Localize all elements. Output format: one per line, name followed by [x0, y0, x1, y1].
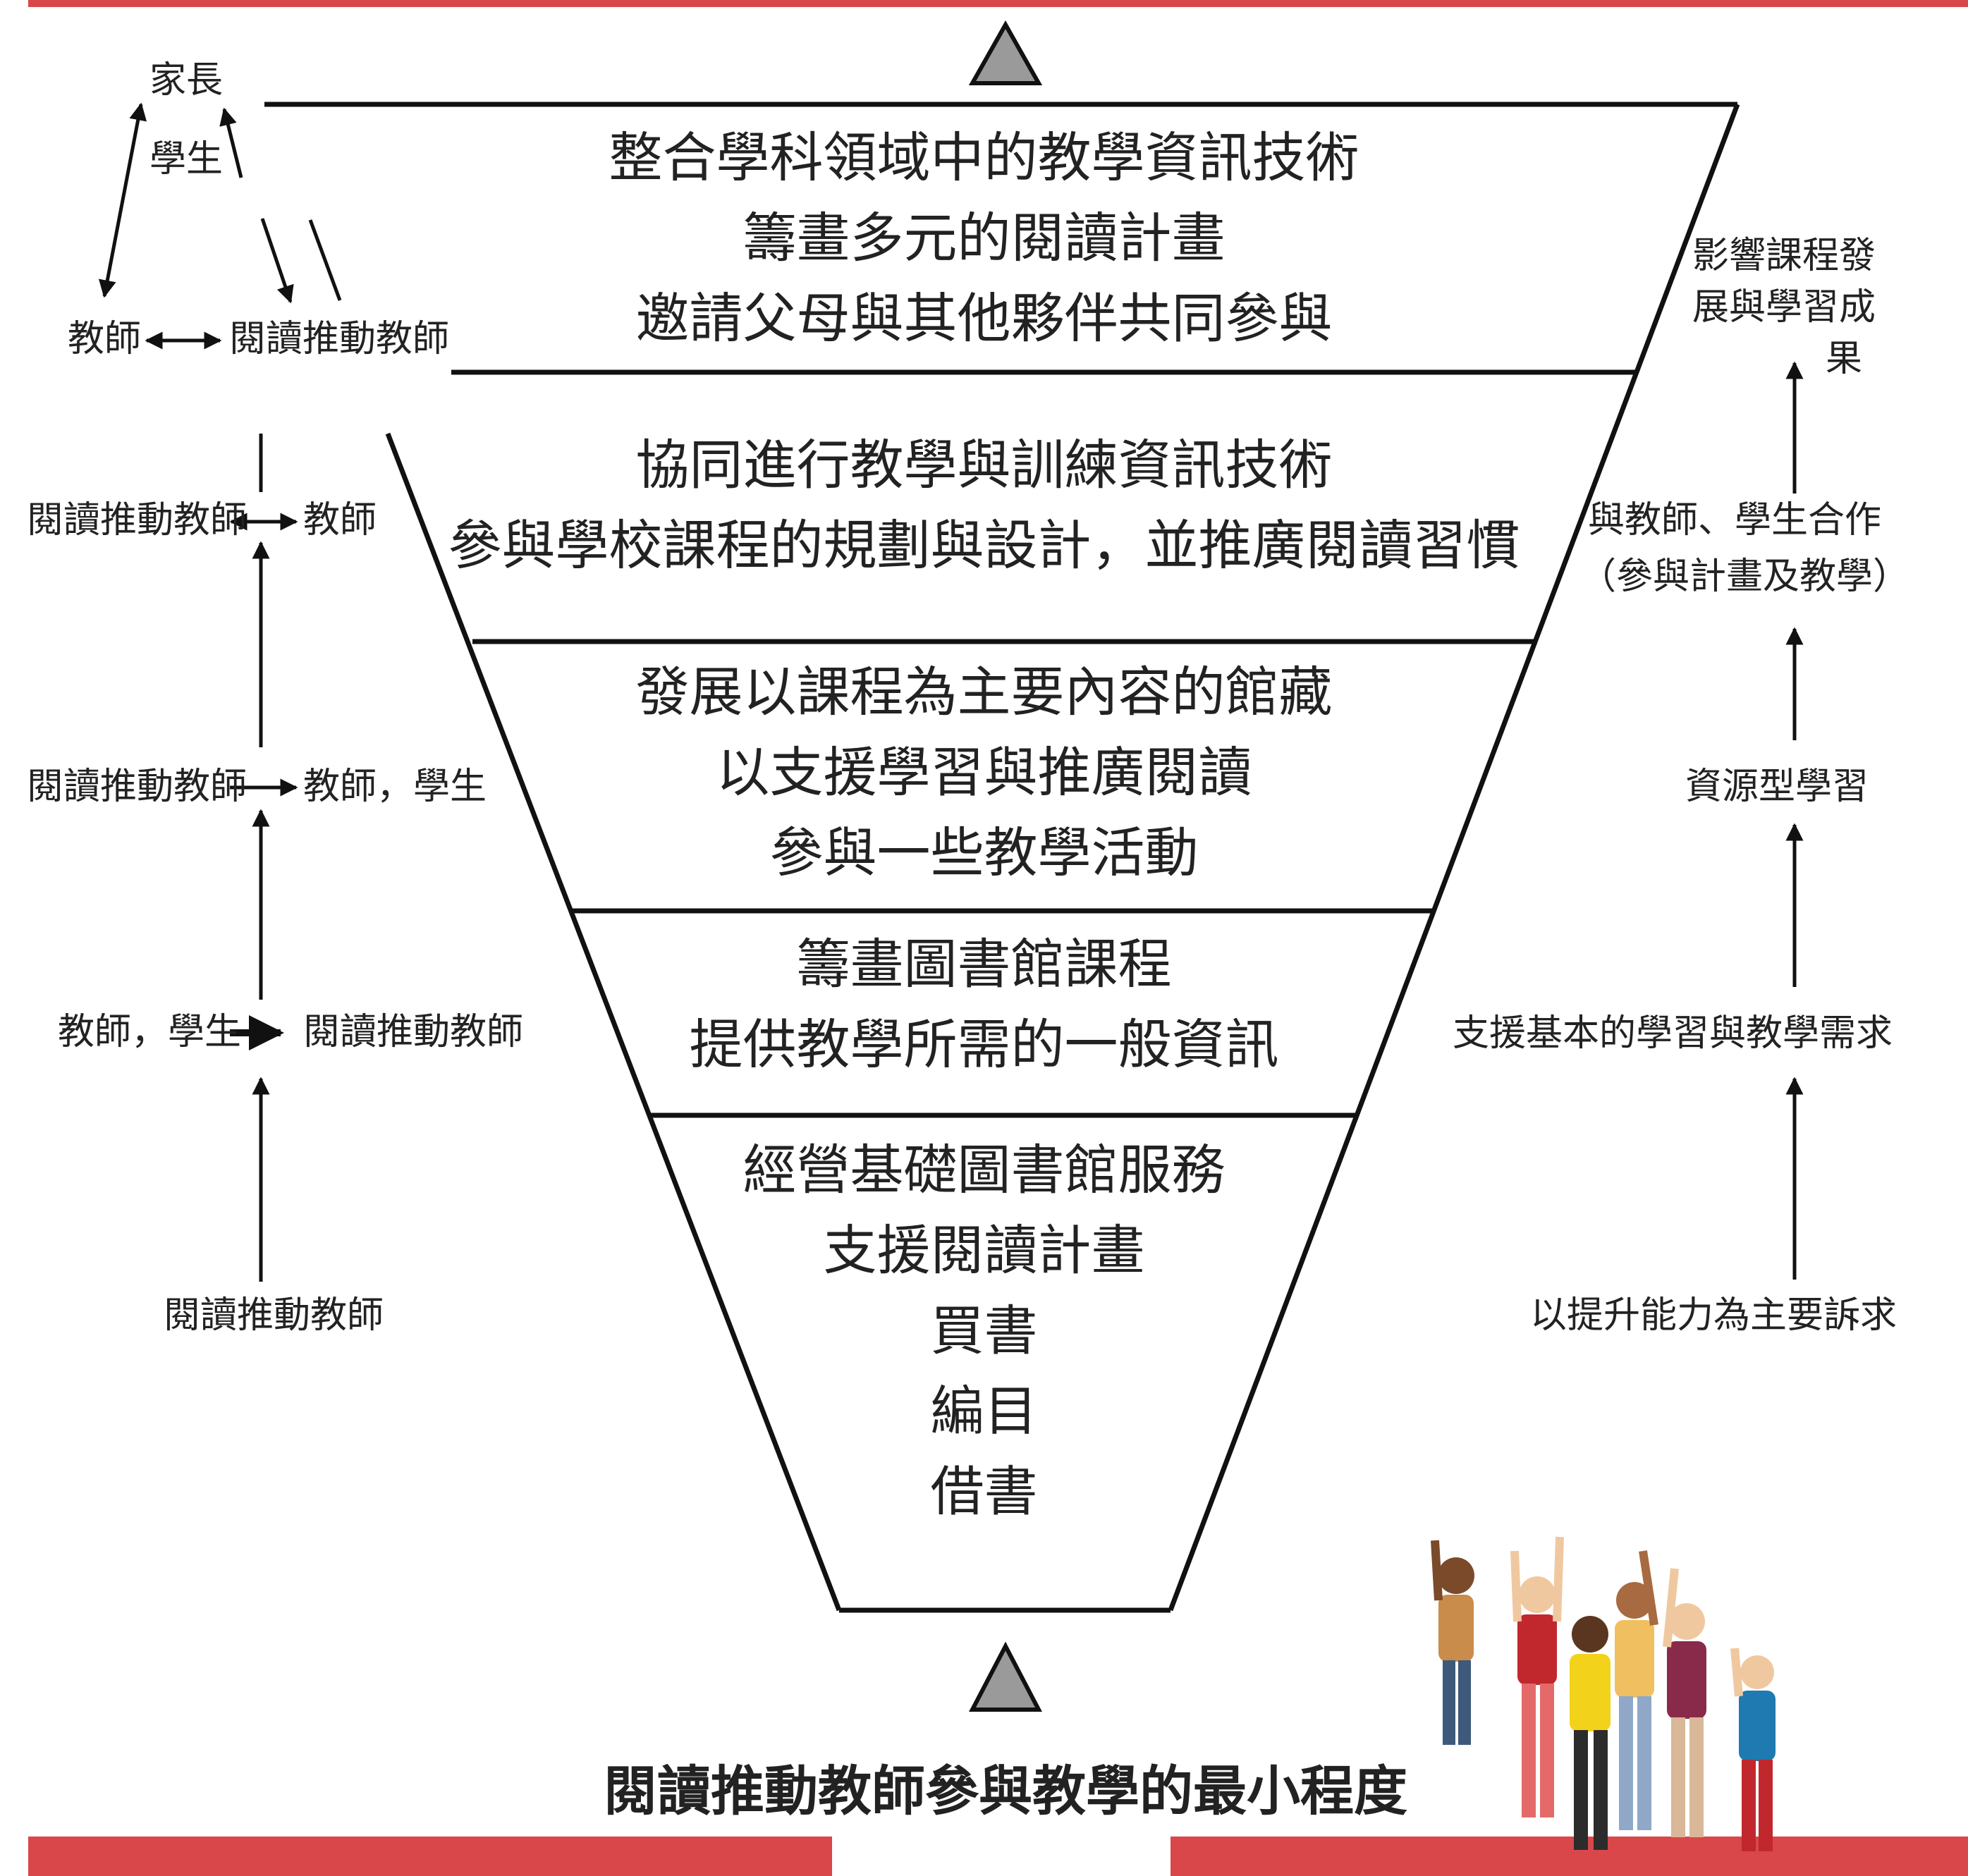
level-3-line-1: 發展以課程為主要內容的館藏: [635, 661, 1333, 723]
right-item-4: 與教師、學生合作: [1587, 499, 1881, 541]
level-1-line-4: 編目: [930, 1380, 1038, 1442]
level-5-line-2: 籌畫多元的閱讀計畫: [742, 207, 1226, 269]
arrow-student-reading-teacher: [260, 218, 294, 304]
right-item-3: 資源型學習: [1685, 766, 1869, 808]
level-2-line-2: 提供教學所需的一般資訊: [689, 1013, 1279, 1076]
level-4-text: 協同進行教學與訓練資訊技術 參與學校課程的規劃與設計，並推廣閱讀習慣: [0, 425, 1968, 586]
level-3-line-3: 參與一些教學活動: [769, 821, 1199, 884]
bottom-accent-bar-right: [1171, 1837, 1968, 1876]
level-5-line-3: 邀請父母與其他夥伴共同參與: [635, 287, 1333, 350]
right-item-2: 支援基本的學習與教學需求: [1453, 1012, 1893, 1055]
left-reading-teacher-label: 閱讀推動教師: [229, 318, 450, 360]
left-row1-label: 閱讀推動教師: [164, 1294, 384, 1337]
level-1-text: 經營基礎圖書館服務 支援閱讀計畫 買書 編目 借書: [0, 1130, 1968, 1532]
pyramid-left-edge: [385, 432, 842, 1612]
level-3-text: 發展以課程為主要內容的館藏 以支援學習與推廣閱讀 參與一些教學活動: [0, 652, 1968, 893]
level-4-line-2: 參與學校課程的規劃與設計，並推廣閱讀習慣: [448, 514, 1520, 577]
bottom-accent-bar-left: [28, 1837, 832, 1876]
level-1-line-2: 支援閱讀計畫: [823, 1219, 1145, 1282]
left-teacher-label: 教師: [68, 318, 142, 360]
top-accent-bar: [28, 0, 1968, 7]
right-item-8: 果: [1825, 338, 1862, 380]
level-4-line-1: 協同進行教學與訓練資訊技術: [635, 434, 1333, 496]
level-5-line-1: 整合學科領域中的教學資訊技術: [609, 126, 1359, 189]
level-1-line-3: 買書: [930, 1299, 1038, 1362]
bottom-caption: 閱讀推動教師參與教學的最小程度: [604, 1760, 1407, 1822]
pyramid-right-edge: [1168, 103, 1740, 1612]
left-row4-from: 閱讀推動教師: [27, 499, 247, 541]
right-item-5: （參與計畫及教學）: [1579, 556, 1910, 598]
left-row4-to: 教師: [303, 499, 377, 541]
level-3-line-2: 以支援學習與推廣閱讀: [716, 741, 1252, 804]
left-student-label: 學生: [149, 138, 224, 180]
level-1-line-1: 經營基礎圖書館服務: [742, 1139, 1226, 1201]
right-item-7: 展與學習成: [1692, 286, 1876, 329]
arrow-parent-student: [219, 107, 243, 178]
arrow-teacher-parent: [98, 102, 147, 298]
level-2-line-1: 籌畫圖書館課程: [796, 933, 1172, 995]
left-row3-from: 閱讀推動教師: [27, 766, 247, 808]
slash-mark: [308, 219, 342, 301]
level-1-line-5: 借書: [930, 1460, 1038, 1523]
right-item-1: 以提升能力為主要訴求: [1530, 1294, 1897, 1337]
children-illustration: [1431, 1536, 1776, 1851]
left-row3-to: 教師，學生: [303, 766, 487, 808]
left-parent-label: 家長: [149, 59, 224, 102]
top-triangle-marker: [968, 20, 1043, 85]
bottom-triangle-marker: [969, 1641, 1042, 1712]
right-item-6: 影響課程發: [1692, 235, 1876, 277]
level-5-text: 整合學科領域中的教學資訊技術 籌畫多元的閱讀計畫 邀請父母與其他夥伴共同參與: [0, 118, 1968, 359]
left-row2-to: 閱讀推動教師: [303, 1011, 524, 1053]
left-row2-from: 教師，學生: [58, 1011, 242, 1053]
level-2-text: 籌畫圖書館課程 提供教學所需的一般資訊: [0, 924, 1968, 1085]
